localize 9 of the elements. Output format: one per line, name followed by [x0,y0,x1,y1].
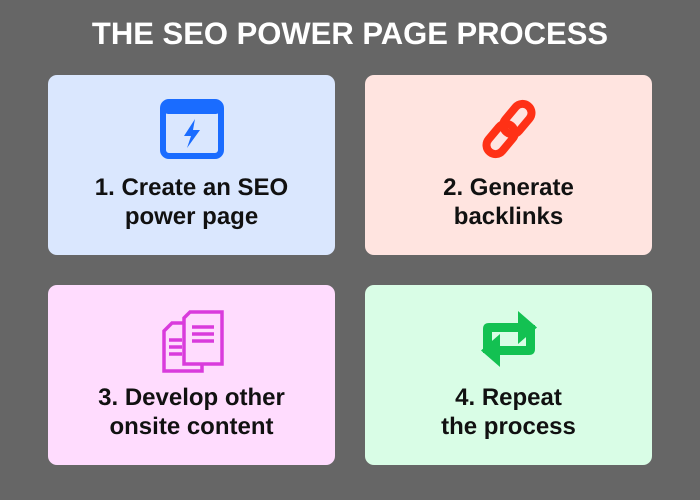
step-card [365,75,652,255]
step-label: 3. Develop other onsite content [97,383,286,441]
step-label: 4. Repeat the process [440,383,577,441]
step-card [48,75,335,255]
step-card [365,285,652,465]
step-label: 2. Generate backlinks [442,173,575,231]
step-label: 1. Create an SEO power page [94,173,290,231]
step-card [48,285,335,465]
title: THE SEO POWER PAGE PROCESS [90,15,610,53]
